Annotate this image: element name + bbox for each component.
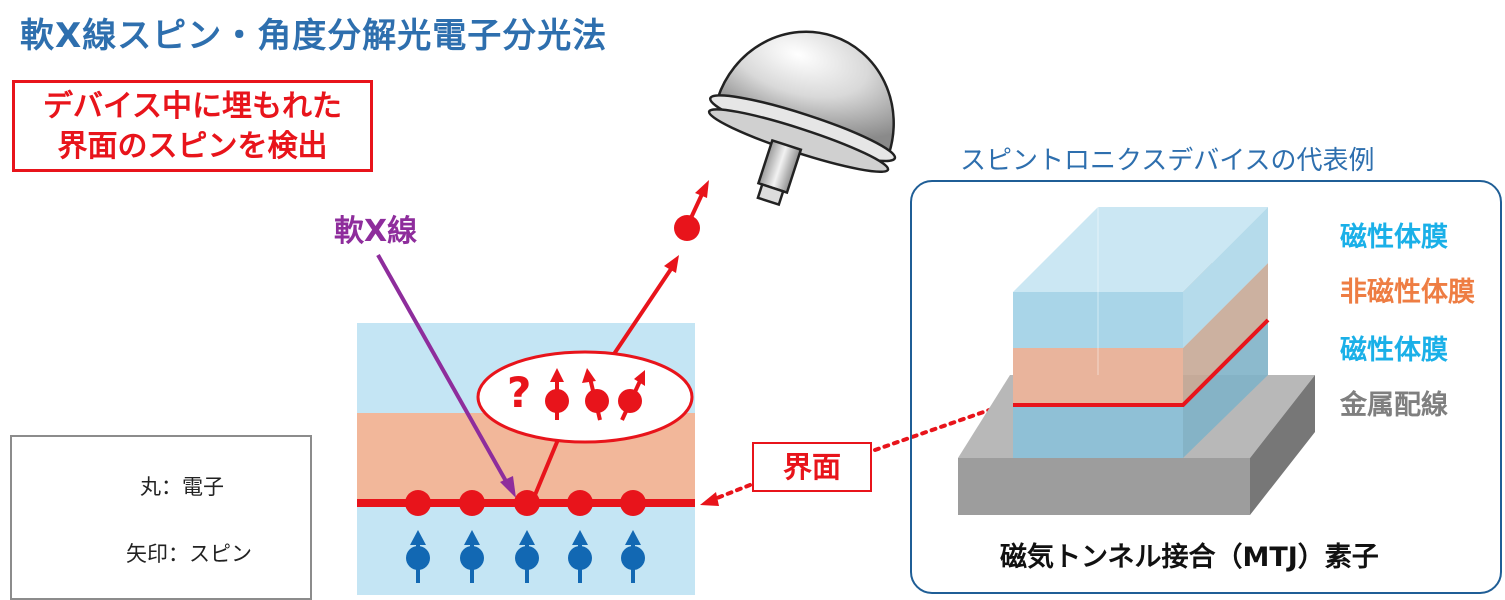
question-mark: ?	[507, 368, 532, 417]
bulk-electron-spin	[460, 530, 484, 583]
page-title: 軟X線スピン・角度分解光電子分光法	[20, 16, 608, 56]
electron-analyzer	[707, 30, 897, 207]
interface-electron	[514, 490, 540, 516]
interface-electrons	[405, 490, 646, 516]
spin-electron-up	[545, 368, 569, 420]
layer-label-magnetic-bottom: 磁性体膜	[1340, 335, 1448, 366]
pointer-head-left	[700, 492, 719, 506]
layer-label-magnetic-top: 磁性体膜	[1340, 222, 1448, 253]
soft-xray-label: 軟X線	[334, 214, 418, 249]
interface-electron	[405, 490, 431, 516]
interface-electron	[459, 490, 485, 516]
interface-electron	[620, 490, 646, 516]
mtj-panel-title: スピントロニクスデバイスの代表例	[960, 146, 1375, 176]
mtj-device	[958, 207, 1315, 515]
bulk-electrons	[406, 530, 645, 583]
callout-box: デバイス中に埋もれた 界面のスピンを検出	[12, 80, 373, 172]
spin-ellipse	[476, 350, 694, 444]
bulk-electron-spin	[515, 530, 539, 583]
emitted-electron	[674, 215, 700, 241]
mtj-caption: 磁気トンネル接合（MTJ）素子	[1000, 542, 1379, 573]
layer-label-metal-wiring: 金属配線	[1340, 390, 1448, 421]
spin-electron-tilted	[618, 370, 645, 421]
interface-label-box: 界面	[752, 442, 872, 492]
mtj-panel	[910, 180, 1502, 594]
interface-pointer	[710, 406, 997, 502]
callout-line-2: 界面のスピンを検出	[57, 129, 328, 164]
spin-electron-tilted	[582, 368, 609, 421]
soft-xray-arrow	[376, 254, 516, 498]
legend-circle-label: 丸：電子	[140, 475, 224, 499]
interface-electron	[567, 490, 593, 516]
bulk-electron-spin	[621, 530, 645, 583]
layer-label-nonmagnetic: 非磁性体膜	[1340, 277, 1475, 308]
legend-box	[10, 435, 312, 600]
legend-arrow-label: 矢印：スピン	[126, 542, 252, 566]
callout-line-1: デバイス中に埋もれた	[42, 89, 343, 124]
bulk-electron-spin	[568, 530, 592, 583]
bulk-electron-spin	[406, 530, 430, 583]
